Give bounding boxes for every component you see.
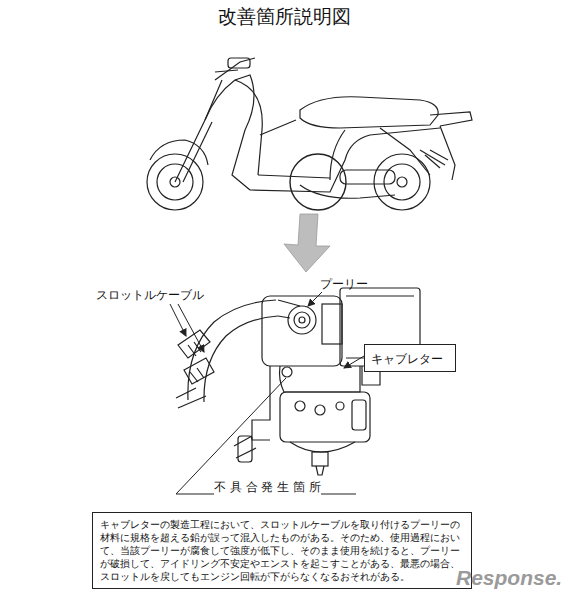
drawing-stroke (228, 58, 250, 68)
drawing-stroke (260, 120, 296, 135)
drawing-stroke (440, 126, 455, 180)
drawing-stroke (250, 128, 440, 192)
drawing-stroke (299, 317, 305, 323)
drawing-stroke (188, 300, 276, 400)
watermark: Response. (456, 566, 562, 590)
drawing-stroke (312, 452, 328, 466)
highlight-circle (290, 154, 346, 210)
drawing-stroke (374, 154, 430, 210)
drawing-stroke (170, 304, 186, 336)
drawing-stroke (384, 164, 420, 200)
drawing-stroke (336, 402, 344, 410)
drawing-stroke (430, 112, 472, 126)
drawing-stroke (295, 401, 305, 411)
drawing-stroke (235, 80, 262, 175)
drawing-stroke (176, 388, 206, 408)
drawing-stroke (204, 316, 278, 402)
drawing-stroke (316, 466, 324, 475)
drawing-stroke (178, 304, 204, 352)
title: 改善箇所説明図 (218, 4, 351, 30)
drawing-stroke (176, 378, 356, 494)
box-heading: 不 具 合 発 生 箇 所 (214, 479, 321, 496)
drawing-stroke (330, 130, 345, 180)
drawing-stroke (238, 436, 252, 462)
drawing-stroke (258, 175, 330, 178)
drawing-stroke (300, 185, 395, 198)
drawing-stroke (252, 366, 270, 440)
drawing-stroke (215, 58, 255, 80)
description-text: キャブレターの製造工程において、スロットルケーブルを取り付けるプーリーの材料に規… (100, 518, 464, 583)
drawing-stroke (278, 300, 300, 318)
drawing-stroke (150, 140, 208, 165)
drawing-stroke (234, 436, 256, 458)
drawing-stroke (425, 150, 448, 168)
part-label: キャブレター (371, 352, 443, 366)
drawing-stroke (344, 356, 364, 368)
scooter (147, 58, 472, 210)
drawing-stroke (300, 97, 438, 128)
drawing-stroke (290, 442, 355, 452)
drawing-stroke (308, 292, 322, 306)
drawing-stroke (280, 392, 370, 442)
pointer-arrow (284, 214, 330, 272)
drawing-stroke (215, 70, 238, 72)
drawing-stroke (294, 312, 310, 328)
part-label: スロットルケーブル (96, 287, 204, 304)
drawing-stroke (280, 366, 361, 392)
drawing-stroke (340, 170, 395, 184)
description-box: 不 具 合 発 生 箇 所キャブレターの製造工程において、スロットルケーブルを取… (92, 512, 472, 589)
leader-lines (170, 292, 364, 494)
drawing-stroke (315, 405, 325, 415)
drawing-stroke (288, 306, 316, 334)
label-box: キャブレター (364, 344, 456, 372)
drawing-stroke (397, 177, 407, 187)
drawing-stroke (420, 150, 445, 165)
drawing-stroke (262, 296, 342, 366)
drawing-stroke (352, 400, 366, 430)
drawing-stroke (183, 122, 212, 182)
part-label: プーリー (320, 276, 368, 293)
drawing-stroke (205, 75, 254, 190)
drawing-stroke (282, 367, 292, 377)
carburetor (176, 288, 420, 475)
drawing-stroke (322, 304, 342, 344)
drawing-stroke (175, 80, 222, 182)
